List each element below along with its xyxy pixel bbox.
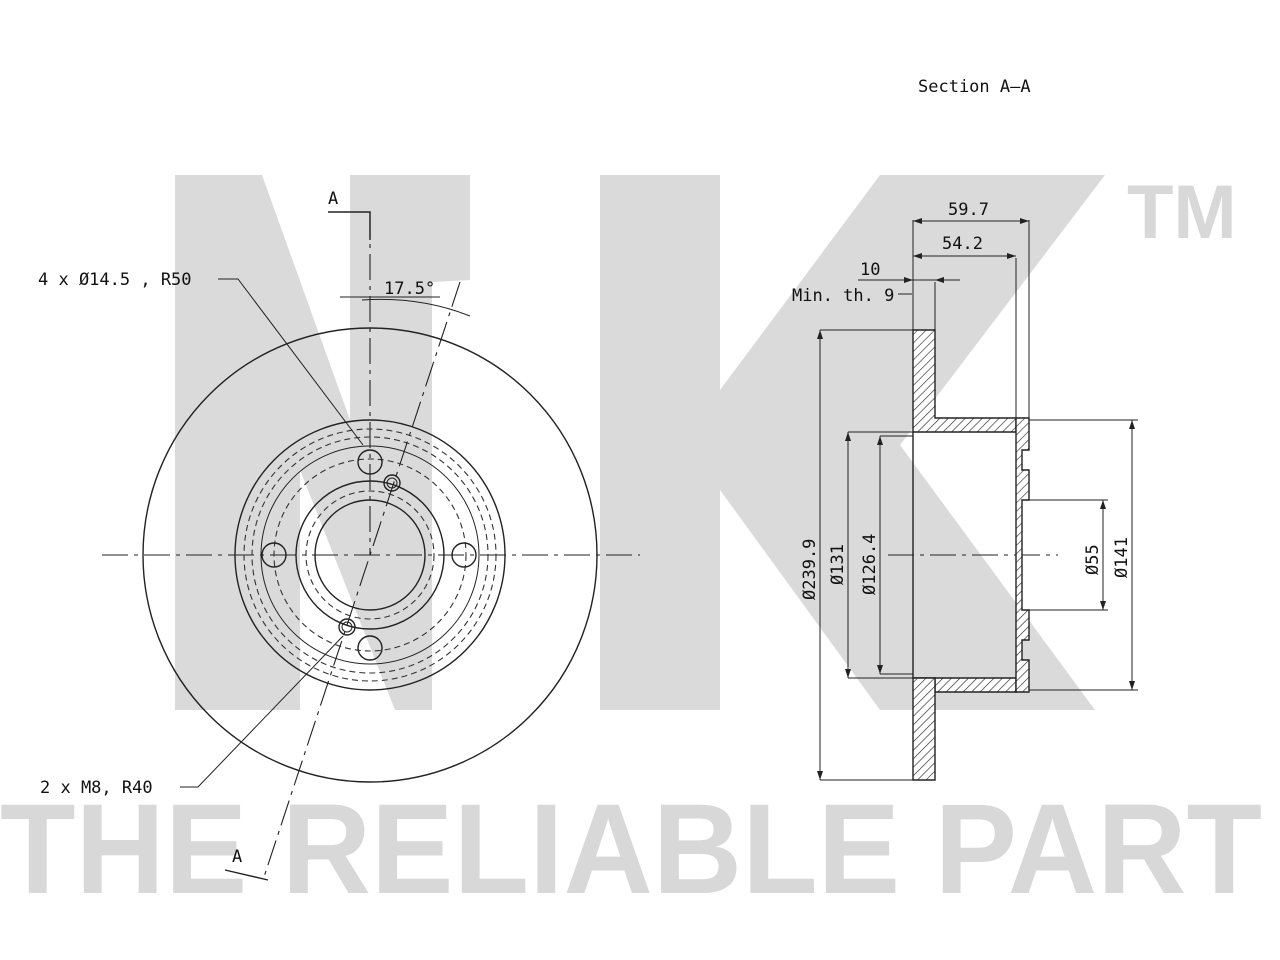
threaded-holes-callout: 2 x M8, R40 [40,778,153,798]
dim-center-bore: Ø55 [1083,544,1103,575]
dim-hat-height: 54.2 [942,234,983,254]
section-view: Section A–A 59.7 54.2 10 Min. th. 9 [792,77,1138,781]
dim-disc-diameter: Ø239.9 [800,539,820,600]
threaded-hole-bottom [338,618,356,636]
slogan-watermark: THE RELIABLE PART [0,778,1262,921]
brand-watermark: TM THE RELIABLE PART [0,170,1262,921]
threaded-hole-top [383,474,401,492]
dim-hub-diameter: Ø141 [1112,537,1132,578]
section-mark-bottom: A [232,847,242,867]
dim-overall-height: 59.7 [948,200,989,220]
disc-outer-edge [142,327,598,783]
dim-thickness: 10 [860,260,880,280]
trademark-mark: TM [1127,170,1237,255]
bolt-hole-bottom [357,635,383,661]
hat-outer-circle [234,419,506,691]
bolt-hole-right [451,542,477,568]
dim-hat-inner-diameter: Ø126.4 [860,534,880,595]
front-view: A A 17.5° 4 x Ø14.5 , R50 2 x M8, R40 [38,189,640,881]
angle-dimension: 17.5° [384,279,435,299]
bolt-circle [273,458,467,652]
bolt-holes-callout: 4 x Ø14.5 , R50 [38,270,192,290]
section-title: Section A–A [918,77,1031,97]
hat-wall [1015,417,1030,693]
dim-hat-outer-diameter: Ø131 [828,544,848,585]
bolt-hole-left [261,542,287,568]
bolt-hole-top [357,449,383,475]
dim-min-thickness: Min. th. 9 [792,286,894,306]
nk-logo [175,175,1105,710]
center-bore [314,499,426,611]
section-mark-top: A [328,189,338,209]
